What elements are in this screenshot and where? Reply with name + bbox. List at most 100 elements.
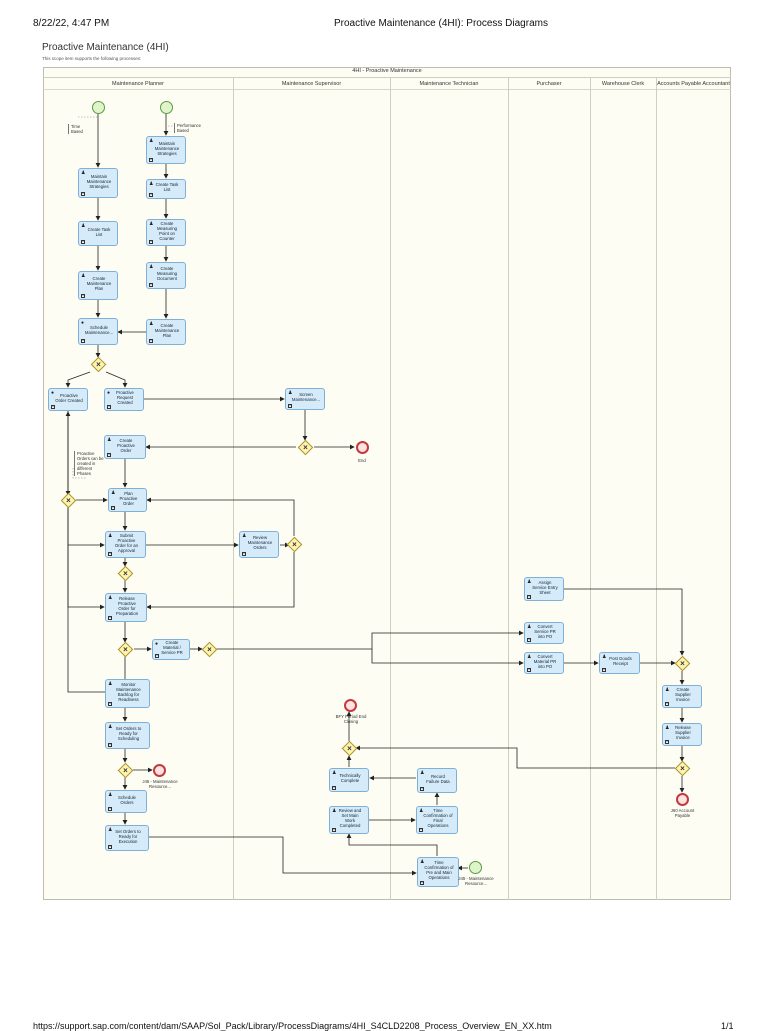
task-monitor-maintenance-backlog[interactable]: ♟Monitor Maintenance Backlog for Readine… (105, 679, 150, 708)
task-create-proactive-order[interactable]: ♟Create Proactive Order+ (104, 435, 146, 459)
end-event-j60 (676, 793, 689, 806)
task-schedule-maintenance[interactable]: ●Schedule Maintenance...+ (78, 318, 118, 345)
task-label: Release Supplier Invoice (675, 725, 691, 740)
task-assign-service-entry-sheet[interactable]: ♟Assign Service Entry Sheet+ (524, 577, 564, 601)
user-task-icon: ♟ (288, 390, 293, 396)
task-label: Schedule Maintenance... (84, 324, 114, 335)
task-plan-proactive-order[interactable]: ♟Plan Proactive Order+ (108, 488, 147, 512)
task-label: Review and Set Main Work Completed (338, 808, 362, 828)
start-event-label: J45 - Maintenance Resource... (458, 876, 494, 886)
task-time-confirmation-pre-main[interactable]: ♟Time Confirmation of Pre and Main Opera… (417, 857, 459, 887)
subprocess-marker-icon: + (419, 828, 423, 832)
event-task-icon: ● (81, 320, 85, 326)
subprocess-marker-icon: + (527, 595, 531, 599)
gateway-marker: × (680, 764, 685, 773)
task-set-orders-ready-scheduling[interactable]: ♟Set Orders to Ready for Scheduling+ (105, 722, 150, 749)
task-review-maintenance-orders[interactable]: ♟Review Maintenance Orders+ (239, 531, 279, 558)
task-create-maintenance-plan[interactable]: ♟Create Maintenance Plan+ (146, 319, 186, 345)
end-event-label: J45 - Maintenance Resource... (142, 779, 178, 789)
task-post-goods-receipt[interactable]: ♟Post Goods Receipt+ (599, 652, 640, 674)
task-create-supplier-invoice[interactable]: ♟Create Supplier Invoice+ (662, 685, 702, 708)
task-release-supplier-invoice[interactable]: ♟Release Supplier Invoice+ (662, 723, 702, 746)
task-label: Release Proactive Order for Preparation (115, 595, 139, 616)
diagram-title: Proactive Maintenance (4HI) (42, 42, 169, 53)
user-task-icon: ♟ (420, 859, 425, 865)
subprocess-marker-icon: + (108, 702, 112, 706)
task-create-service-pr[interactable]: ●Create Material / Service PR+ (152, 639, 190, 660)
task-convert-service-pr[interactable]: ♟Convert Service PR into PO+ (524, 622, 564, 644)
lane-divider (590, 77, 591, 900)
task-label: Schedule Orders (118, 794, 136, 805)
subprocess-marker-icon: + (527, 668, 531, 672)
event-task-icon: ● (107, 390, 111, 396)
task-record-failure-data[interactable]: ♟Record Failure Data+ (417, 768, 457, 793)
user-task-icon: ♟ (242, 533, 247, 539)
lane-header-divider (43, 89, 731, 90)
flow (355, 745, 675, 769)
start-event-performance-based (160, 101, 173, 114)
task-label: Time Confirmation of Final Operations (423, 808, 453, 828)
end-event-j45 (153, 764, 166, 777)
task-label: Review Maintenance Orders (247, 535, 273, 550)
task-review-set-main-work-completed[interactable]: ♟Review and Set Main Work Completed+ (329, 806, 369, 834)
task-label: Assign Service Entry Sheet (532, 579, 558, 595)
gateway-marker: × (207, 645, 212, 654)
print-url[interactable]: https://support.sap.com/content/dam/SAAP… (33, 1021, 552, 1031)
task-maintain-maintenance-strategies[interactable]: ♟Maintain Maintenance Strategies+ (78, 168, 118, 198)
task-create-task-list[interactable]: ♟Create Task List+ (146, 179, 186, 199)
process-pool (43, 67, 731, 900)
subprocess-marker-icon: + (51, 405, 55, 409)
note-performance-based: Performance Based (174, 123, 205, 133)
user-task-icon: ♟ (149, 321, 154, 327)
lane-divider (508, 77, 509, 900)
task-create-task-list[interactable]: ♟Create Task List+ (78, 221, 118, 246)
task-create-maintenance-plan[interactable]: ♟Create Maintenance Plan+ (78, 271, 118, 300)
task-label: Time Confirmation of Pre and Main Operat… (424, 860, 454, 880)
task-label: Create Proactive Order (117, 437, 135, 453)
task-label: Proactive Order Created (55, 392, 83, 403)
lane-maintenance-planner: Maintenance Planner (112, 81, 164, 87)
task-submit-proactive-order[interactable]: ♟Submit Proactive Order for an Approval+ (105, 531, 146, 558)
task-maintain-maintenance-strategies[interactable]: ♟Maintain Maintenance Strategies+ (146, 136, 186, 164)
task-label: Record Failure Data (426, 773, 450, 784)
lane-purchaser: Purchaser (536, 81, 562, 87)
subprocess-marker-icon: + (149, 193, 153, 197)
subprocess-marker-icon: + (149, 283, 153, 287)
task-screen-maintenance[interactable]: ♟Screen Maintenance...+ (285, 388, 325, 410)
user-task-icon: ♟ (108, 681, 113, 687)
user-task-icon: ♟ (111, 490, 116, 496)
task-proactive-request-created[interactable]: ●Proactive Request Created+ (104, 388, 144, 411)
flow (216, 630, 524, 650)
task-label: Proactive Request Created (116, 390, 134, 405)
flow (371, 649, 524, 666)
task-set-orders-ready-execution[interactable]: ♟Set Orders to Ready for Execution+ (105, 825, 149, 851)
task-label: Create Supplier Invoice (675, 687, 691, 702)
subprocess-marker-icon: + (108, 743, 112, 747)
lane-divider (656, 77, 657, 900)
lane-maintenance-technician: Maintenance Technician (419, 81, 479, 87)
flow (105, 371, 128, 388)
task-convert-material-pr[interactable]: ♟Convert Material PR into PO+ (524, 652, 564, 674)
task-release-proactive-order[interactable]: ♟Release Proactive Order for Preparation… (105, 593, 147, 622)
task-label: Create Maintenance Plan (154, 322, 180, 338)
gateway-marker: × (96, 360, 101, 369)
task-proactive-order-created[interactable]: ●Proactive Order Created+ (48, 388, 88, 411)
task-label: Technically Complete (339, 773, 361, 783)
note-connector (72, 468, 86, 479)
task-schedule-orders[interactable]: ♟ Schedule Orders + (105, 790, 147, 813)
gateway-marker: × (347, 744, 352, 753)
gateway-marker: × (303, 443, 308, 452)
gateway-marker: × (680, 659, 685, 668)
task-create-measuring-document[interactable]: ♟Create Measuring Document+ (146, 262, 186, 289)
user-task-icon: ♟ (149, 138, 154, 144)
subprocess-marker-icon: + (665, 702, 669, 706)
user-task-icon: ♟ (149, 181, 154, 187)
subprocess-marker-icon: + (108, 807, 112, 811)
task-technically-complete[interactable]: ♟Technically Complete+ (329, 768, 369, 792)
gateway-marker: × (123, 645, 128, 654)
task-create-measuring-point[interactable]: ♟Create Measuring Point on Counter+ (146, 219, 186, 246)
user-task-icon: ♟ (149, 221, 154, 227)
task-time-confirmation-final[interactable]: ♟Time Confirmation of Final Operations+ (416, 806, 458, 834)
user-task-icon: ♟ (108, 792, 113, 798)
